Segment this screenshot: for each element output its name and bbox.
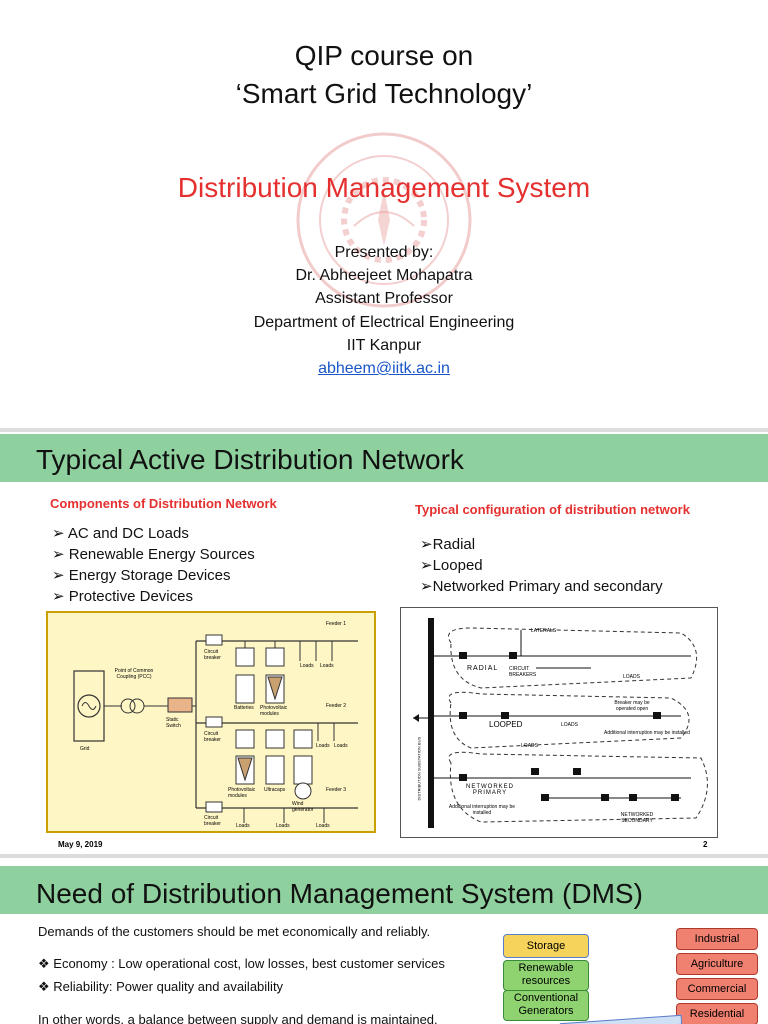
presented-by: Presented by: (334, 244, 434, 261)
agriculture-box: Agriculture (676, 953, 758, 975)
list-item: ➢ Renewable Energy Sources (52, 546, 255, 563)
list-item: ➢Radial (420, 536, 476, 553)
config-heading: Typical configuration of distribution ne… (415, 502, 690, 517)
list-item: ➢Networked Primary and secondary (420, 578, 663, 595)
loads-label: Loads (236, 823, 250, 829)
circuit-breaker-label: Circuit breaker (204, 731, 221, 743)
page-number: 2 (703, 840, 708, 849)
feeder-3-label: Feeder 3 (326, 787, 347, 793)
pcc-label: Point of Common Coupling (PCC) (114, 668, 154, 680)
batteries-label: Batteries (234, 705, 254, 711)
loads-label: Loads (316, 743, 330, 749)
subtitle: Distribution Management System (177, 172, 591, 203)
slide-network: Typical Active Distribution Network Comp… (0, 432, 768, 854)
loads-label: LOADS (561, 722, 578, 728)
bullet-economy: ❖ Economy : Low operational cost, low lo… (38, 956, 445, 971)
list-item: ➢ Protective Devices (52, 588, 193, 605)
feeder-1-label: Feeder 1 (326, 621, 347, 627)
email-link[interactable]: abheem@iitk.ac.in (318, 360, 450, 377)
renewable-box: Renewable resources (503, 960, 589, 991)
loads-label: Loads (276, 823, 290, 829)
loads-label: Loads (316, 823, 330, 829)
networked-primary-label: NETWORKED PRIMARY (466, 784, 514, 796)
commercial-box: Commercial (676, 978, 758, 1000)
designation: Assistant Professor (315, 290, 453, 307)
circuit-breaker-label: Circuit breaker (204, 815, 221, 827)
slide3-header: Need of Distribution Management System (… (0, 866, 768, 914)
loads-label: Loads (300, 663, 314, 669)
ultracaps-label: Ultracaps (264, 787, 286, 793)
circuit-breakers-label: CIRCUIT BREAKERS (509, 666, 537, 678)
config-list: ➢Radial ➢Looped ➢Networked Primary and s… (420, 534, 663, 597)
breaker-note: Breaker may be operated open (614, 700, 650, 712)
microgrid-figure: Feeder 1 Feeder 2 Feeder 3 Point of Comm… (46, 611, 376, 833)
iitk-logo-watermark (296, 132, 472, 308)
loads-label: Loads (334, 743, 348, 749)
configuration-diagram (413, 618, 708, 828)
slide-dms: Need of Distribution Management System (… (0, 858, 768, 1024)
circuit-breaker-label: Circuit breaker (204, 649, 221, 661)
balance-line: In other words, a balance between supply… (38, 1012, 438, 1024)
slide-title: QIP course on ‘Smart Grid Technology’ Di… (0, 0, 768, 428)
slide2-title: Typical Active Distribution Network (36, 444, 464, 475)
substation-bus-label: DISTRIBUTION SUBSTATION BUS (416, 736, 422, 801)
presenter-name: Dr. Abheejeet Mohapatra (295, 267, 473, 284)
components-list: ➢ AC and DC Loads ➢ Renewable Energy Sou… (52, 523, 255, 607)
residential-box: Residential (676, 1003, 758, 1024)
department: Department of Electrical Engineering (253, 314, 515, 331)
title-line-1: QIP course on (294, 40, 474, 71)
additional-note: Additional interruption may be installed (604, 730, 690, 736)
wind-generator-label: Wind generator (292, 801, 314, 813)
industrial-box: Industrial (676, 928, 758, 950)
conventional-box: Conventional Generators (503, 990, 589, 1021)
loads-label: LOADS (623, 674, 640, 680)
slide-date: May 9, 2019 (58, 840, 103, 849)
bullet-reliability: ❖ Reliability: Power quality and availab… (38, 979, 284, 994)
loads-label: LOADS (521, 743, 538, 749)
additional-note: Additional interruption may be installed (448, 804, 516, 816)
microgrid-diagram (73, 634, 358, 823)
configuration-figure: LATERALS RADIAL CIRCUIT BREAKERS LOADS L… (400, 607, 718, 838)
loads-label: Loads (320, 663, 334, 669)
institute: IIT Kanpur (346, 337, 422, 354)
laterals-label: LATERALS (531, 628, 557, 634)
components-heading: Components of Distribution Network (50, 496, 277, 511)
title-line-2: ‘Smart Grid Technology’ (235, 78, 533, 109)
demand-line: Demands of the customers should be met e… (38, 924, 431, 939)
looped-label: LOOPED (489, 720, 523, 729)
networked-secondary-label: NETWORKED SECONDARY (620, 812, 654, 824)
grid-label: Grid (80, 746, 90, 752)
slide-separator (0, 428, 768, 432)
pv-label: Photovoltaic modules (260, 705, 288, 717)
static-switch-label: Static Switch (166, 717, 181, 729)
list-item: ➢ Energy Storage Devices (52, 567, 231, 584)
list-item: ➢ AC and DC Loads (52, 525, 189, 542)
feeder-2-label: Feeder 2 (326, 703, 347, 709)
slide3-title: Need of Distribution Management System (… (36, 878, 643, 909)
storage-box: Storage (503, 934, 589, 958)
list-item: ➢Looped (420, 557, 483, 574)
radial-label: RADIAL (467, 665, 499, 672)
slide-separator (0, 854, 768, 858)
slide2-header: Typical Active Distribution Network (0, 434, 768, 482)
pv-label: Photovoltaic modules (228, 787, 256, 799)
